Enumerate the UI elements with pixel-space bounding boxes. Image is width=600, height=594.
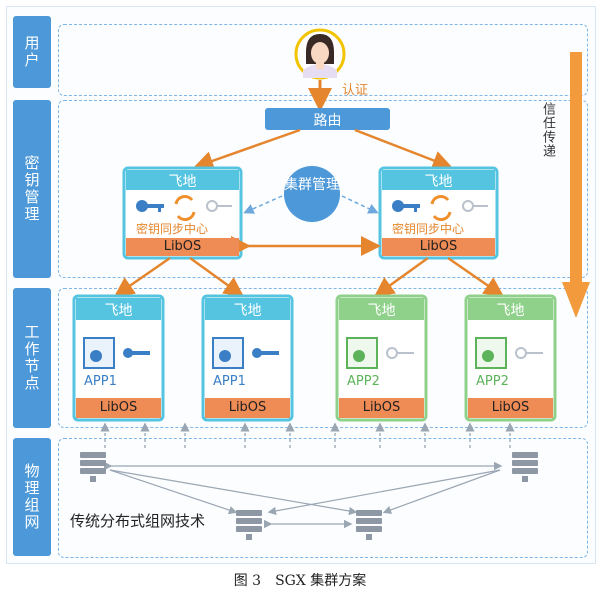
figure-caption: 图 3 SGX 集群方案	[233, 573, 367, 589]
server-icon	[512, 452, 538, 482]
key-node-2-sync-label: 密钥同步中心	[392, 222, 465, 236]
work-node-1-libos: LibOS	[76, 398, 161, 418]
work-node-4	[464, 294, 557, 422]
key-node-2	[378, 166, 499, 260]
work-node-3-app: APP2	[347, 374, 380, 389]
key-icon	[515, 347, 543, 359]
key-node-1-sync-label: 密钥同步中心	[136, 222, 209, 236]
key-icon	[386, 347, 414, 359]
network-label: 传统分布式组网技术	[70, 512, 206, 530]
layer-label-user: 用户	[13, 16, 51, 88]
router-label: 路由	[313, 113, 342, 129]
work-node-1-title: 飞地	[104, 303, 133, 319]
server-icon	[356, 510, 382, 540]
key-node-2-libos: LibOS	[382, 238, 495, 256]
work-node-1-app: APP1	[84, 374, 117, 389]
sync-icon	[174, 195, 196, 221]
cluster-management-circle	[284, 166, 340, 222]
work-node-2	[201, 294, 294, 422]
key-icon	[392, 200, 420, 212]
sync-icon	[430, 195, 452, 221]
work-node-2-app: APP1	[213, 374, 246, 389]
work-node-2-title: 飞地	[233, 303, 262, 319]
key-node-1-title: 飞地	[168, 174, 197, 190]
trust-transfer-arrow	[562, 52, 590, 318]
key-node-2-title: 飞地	[424, 174, 453, 190]
network-links	[104, 461, 503, 529]
key-icon	[206, 200, 232, 212]
band-physical-network	[58, 438, 588, 558]
server-icon	[236, 510, 262, 540]
key-icon	[252, 348, 279, 358]
work-node-4-app: APP2	[476, 374, 509, 389]
server-icon	[80, 452, 106, 482]
key-icon	[462, 200, 488, 212]
work-node-1	[72, 294, 165, 422]
layer-label-physical-network: 物理组网	[13, 438, 51, 556]
layer-label-key-management: 密钥管理	[13, 100, 51, 278]
auth-label: 认证	[342, 83, 369, 98]
work-node-3-libos: LibOS	[339, 398, 424, 418]
trust-transfer-label: 信任传递	[540, 102, 555, 158]
key-node-1	[122, 166, 243, 260]
work-node-4-title: 飞地	[496, 303, 525, 319]
band-work-nodes	[58, 288, 588, 428]
key-icon	[123, 348, 150, 358]
network-up-arrows	[100, 422, 515, 448]
router-box	[265, 108, 390, 130]
key-node-1-libos: LibOS	[126, 238, 239, 256]
work-node-3	[335, 294, 428, 422]
layer-label-work-nodes: 工作节点	[13, 288, 51, 428]
cluster-management-label: 集群管理	[284, 177, 340, 193]
work-node-4-libos: LibOS	[468, 398, 553, 418]
user-avatar-icon	[294, 28, 346, 80]
key-icon	[136, 200, 164, 212]
work-node-3-title: 飞地	[367, 303, 396, 319]
work-node-2-libos: LibOS	[205, 398, 290, 418]
